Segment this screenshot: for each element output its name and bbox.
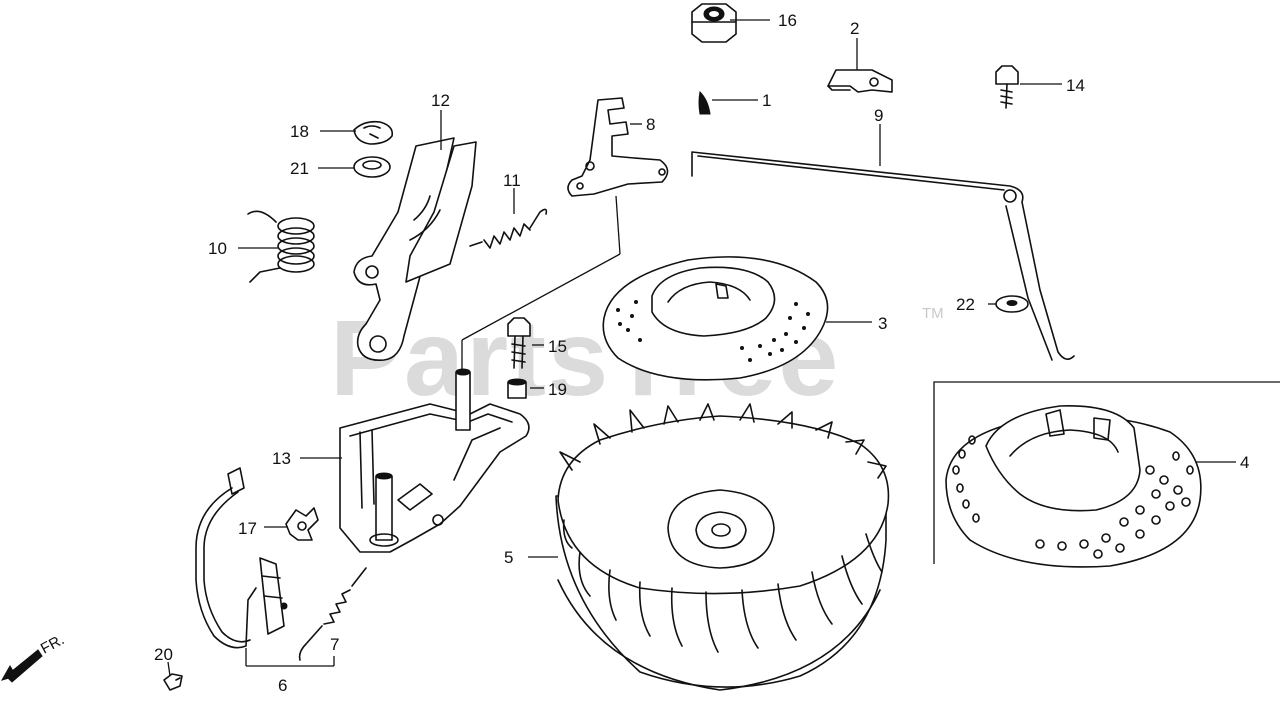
callout-8[interactable]: 8	[646, 115, 655, 134]
part-6-wire[interactable]	[195, 467, 288, 649]
part-1-key[interactable]	[698, 90, 711, 115]
part-3-plate[interactable]	[602, 256, 829, 381]
callout-21[interactable]: 21	[290, 159, 309, 178]
callout-19[interactable]: 19	[548, 380, 567, 399]
watermark-trademark: TM	[922, 305, 944, 322]
part-19-collar[interactable]	[507, 378, 527, 399]
callout-12[interactable]: 12	[431, 91, 450, 110]
callout-10[interactable]: 10	[208, 239, 227, 258]
part-7-spring[interactable]	[298, 567, 367, 661]
part-5-flywheel[interactable]	[555, 403, 890, 691]
part-4-plate[interactable]	[945, 405, 1202, 568]
front-direction-marker: FR.	[0, 631, 67, 683]
part-4-box	[933, 381, 1280, 564]
callout-16[interactable]: 16	[778, 11, 797, 30]
callout-17[interactable]: 17	[238, 519, 257, 538]
part-9-rod[interactable]	[691, 151, 1075, 361]
callout-labels: 16 2 1 14 8 9 12 18 21 11 10 22 3 15 19 …	[154, 11, 1249, 695]
part-22-washer[interactable]	[995, 295, 1029, 313]
callout-4[interactable]: 4	[1240, 453, 1249, 472]
part-11-spring[interactable]	[469, 208, 548, 249]
callout-6[interactable]: 6	[278, 676, 287, 695]
part-4-holes	[952, 435, 1194, 559]
callout-13[interactable]: 13	[272, 449, 291, 468]
part-16-nut[interactable]	[691, 3, 737, 43]
callout-5[interactable]: 5	[504, 548, 513, 567]
front-direction-label: FR.	[38, 631, 67, 657]
part-20-screw[interactable]	[163, 673, 183, 691]
part-15-bolt[interactable]	[507, 317, 531, 369]
part-10-spring[interactable]	[247, 210, 315, 283]
part-17-clip[interactable]	[285, 507, 319, 541]
callout-2[interactable]: 2	[850, 19, 859, 38]
callout-14[interactable]: 14	[1066, 76, 1085, 95]
callout-15[interactable]: 15	[548, 337, 567, 356]
part-21-washer[interactable]	[353, 156, 391, 178]
callout-20[interactable]: 20	[154, 645, 173, 664]
callout-9[interactable]: 9	[874, 106, 883, 125]
part-8-arm[interactable]	[567, 97, 669, 197]
part-2-bracket[interactable]	[827, 69, 893, 93]
part-13-base[interactable]	[339, 368, 530, 553]
part-14-bolt[interactable]	[995, 65, 1019, 109]
callout-22[interactable]: 22	[956, 295, 975, 314]
leader-lines	[167, 19, 1236, 677]
callout-7[interactable]: 7	[330, 635, 339, 654]
part-18-clip[interactable]	[353, 120, 394, 145]
callout-1[interactable]: 1	[762, 91, 771, 110]
part-12-arm[interactable]	[353, 137, 477, 362]
callout-18[interactable]: 18	[290, 122, 309, 141]
callout-11[interactable]: 11	[503, 171, 521, 190]
callout-3[interactable]: 3	[878, 314, 887, 333]
part-3-holes	[616, 300, 810, 362]
